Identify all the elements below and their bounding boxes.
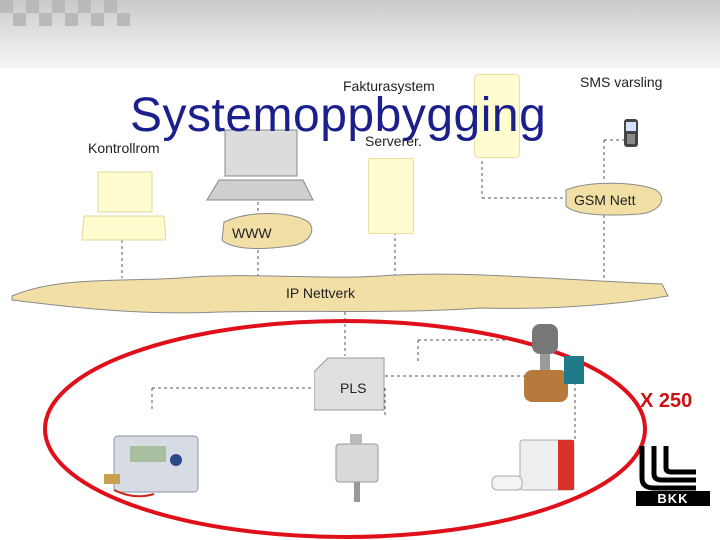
servers-label: Serverer.: [365, 133, 422, 149]
duct-sensor-icon: [488, 436, 578, 502]
bkk-logo-text: BKK: [636, 491, 710, 506]
plc-label: PLS: [340, 380, 366, 396]
mobile-phone-icon: [623, 118, 639, 148]
ip-network-label: IP Nettverk: [286, 285, 355, 301]
monitor-icon: [80, 170, 166, 244]
valve-actuator-icon: [520, 322, 590, 410]
bkk-logo: BKK: [636, 444, 710, 506]
gsm-label: GSM Nett: [574, 192, 635, 208]
multiplier-label: X 250: [640, 390, 692, 413]
server-icon: [368, 158, 414, 234]
heat-meter-icon: [104, 430, 204, 502]
slide-title: Systemoppbygging: [130, 88, 546, 143]
temperature-sensor-icon: [328, 432, 388, 502]
www-label: WWW: [232, 225, 272, 241]
